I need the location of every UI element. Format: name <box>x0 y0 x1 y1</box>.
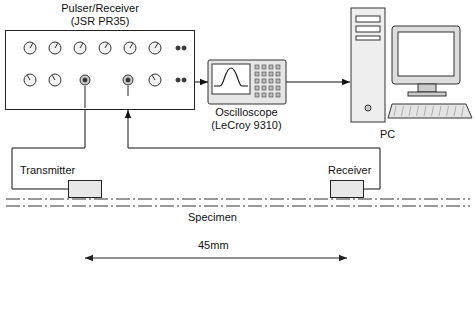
receiver-probe: Receiver <box>326 164 376 200</box>
signal-cable <box>286 82 350 83</box>
specimen-line <box>6 199 470 200</box>
device-outline <box>68 180 102 198</box>
device-outline <box>330 180 364 198</box>
device-label: Oscilloscope (LeCroy 9310) <box>204 106 290 132</box>
cable-stub <box>128 86 129 96</box>
pc-drawing <box>351 8 472 122</box>
signal-cable <box>195 82 208 83</box>
specimen-label: Specimen <box>186 211 239 224</box>
device-outline <box>350 8 472 126</box>
pc: PC <box>346 2 472 144</box>
device-label: Transmitter <box>16 164 106 177</box>
pulser-receiver: Pulser/Receiver (JSR PR35) <box>5 2 195 110</box>
specimen-line <box>6 206 470 207</box>
cable-stub <box>85 86 86 108</box>
device-label: Receiver <box>326 164 376 177</box>
device-outline <box>5 30 195 110</box>
device-label: Pulser/Receiver (JSR PR35) <box>50 2 150 28</box>
pulser-knobs <box>24 42 186 86</box>
dimension-label: 45mm <box>196 239 231 252</box>
oscilloscope-drawing <box>208 60 286 104</box>
signal-cable <box>12 110 85 189</box>
transmitter-probe: Transmitter <box>16 164 106 200</box>
device-outline <box>208 60 286 104</box>
oscilloscope: Oscilloscope (LeCroy 9310) <box>198 56 295 136</box>
device-label: PC <box>346 128 472 141</box>
dimension-line <box>85 258 347 259</box>
